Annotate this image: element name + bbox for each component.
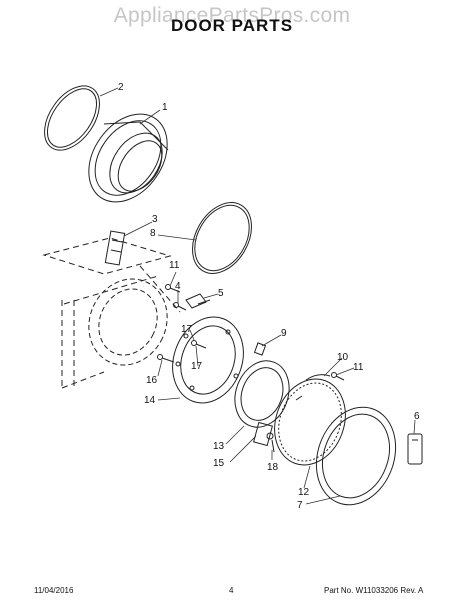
callout-2: 2 [118, 82, 124, 93]
callout-13: 13 [213, 441, 225, 452]
callout-17a: 17 [181, 324, 193, 335]
footer-page-number: 4 [229, 586, 234, 595]
callout-18: 18 [267, 462, 279, 473]
callout-10: 10 [337, 352, 349, 363]
callout-5: 5 [218, 288, 224, 299]
callout-3: 3 [152, 214, 158, 225]
watermark: AppliancePartsPros.com [113, 4, 351, 27]
part-9-clip [253, 342, 267, 356]
callout-12: 12 [298, 487, 310, 498]
callout-9: 9 [281, 328, 287, 339]
part-5-hinge [185, 293, 211, 309]
part-3-latch [104, 230, 126, 266]
diagram-title: DOOR PARTS [170, 16, 294, 35]
screws-left [157, 284, 207, 363]
part-8-gasket [192, 202, 252, 274]
part-14-door-frame [172, 316, 244, 404]
callout-numbers: 2 1 3 8 11 4 5 17 9 17 10 11 16 14 6 13 … [118, 82, 420, 511]
callout-8: 8 [150, 228, 156, 239]
mounting-guide-lines [42, 237, 181, 389]
callout-14: 14 [144, 395, 156, 406]
part-7-outer-panel [315, 406, 397, 506]
callout-11: 11 [169, 260, 180, 271]
callout-15: 15 [213, 458, 225, 469]
callout-4: 4 [175, 281, 181, 292]
callout-1: 1 [162, 102, 168, 113]
part-15-handle [253, 421, 275, 453]
callout-17b: 17 [191, 361, 203, 372]
callout-7: 7 [297, 500, 303, 511]
footer-date: 11/04/2016 [34, 586, 74, 595]
callout-6: 6 [414, 411, 420, 422]
part-12-glass [274, 378, 346, 466]
part-1-bezel [88, 113, 169, 203]
callout-16: 16 [146, 375, 158, 386]
part-6-handle-cover [407, 433, 423, 465]
inner-frame [88, 278, 168, 366]
callout-11b: 11 [353, 362, 364, 373]
footer-part-number: Part No. W11033206 Rev. A [324, 586, 424, 595]
part-2-seal [44, 85, 100, 151]
leader-lines [99, 87, 416, 505]
